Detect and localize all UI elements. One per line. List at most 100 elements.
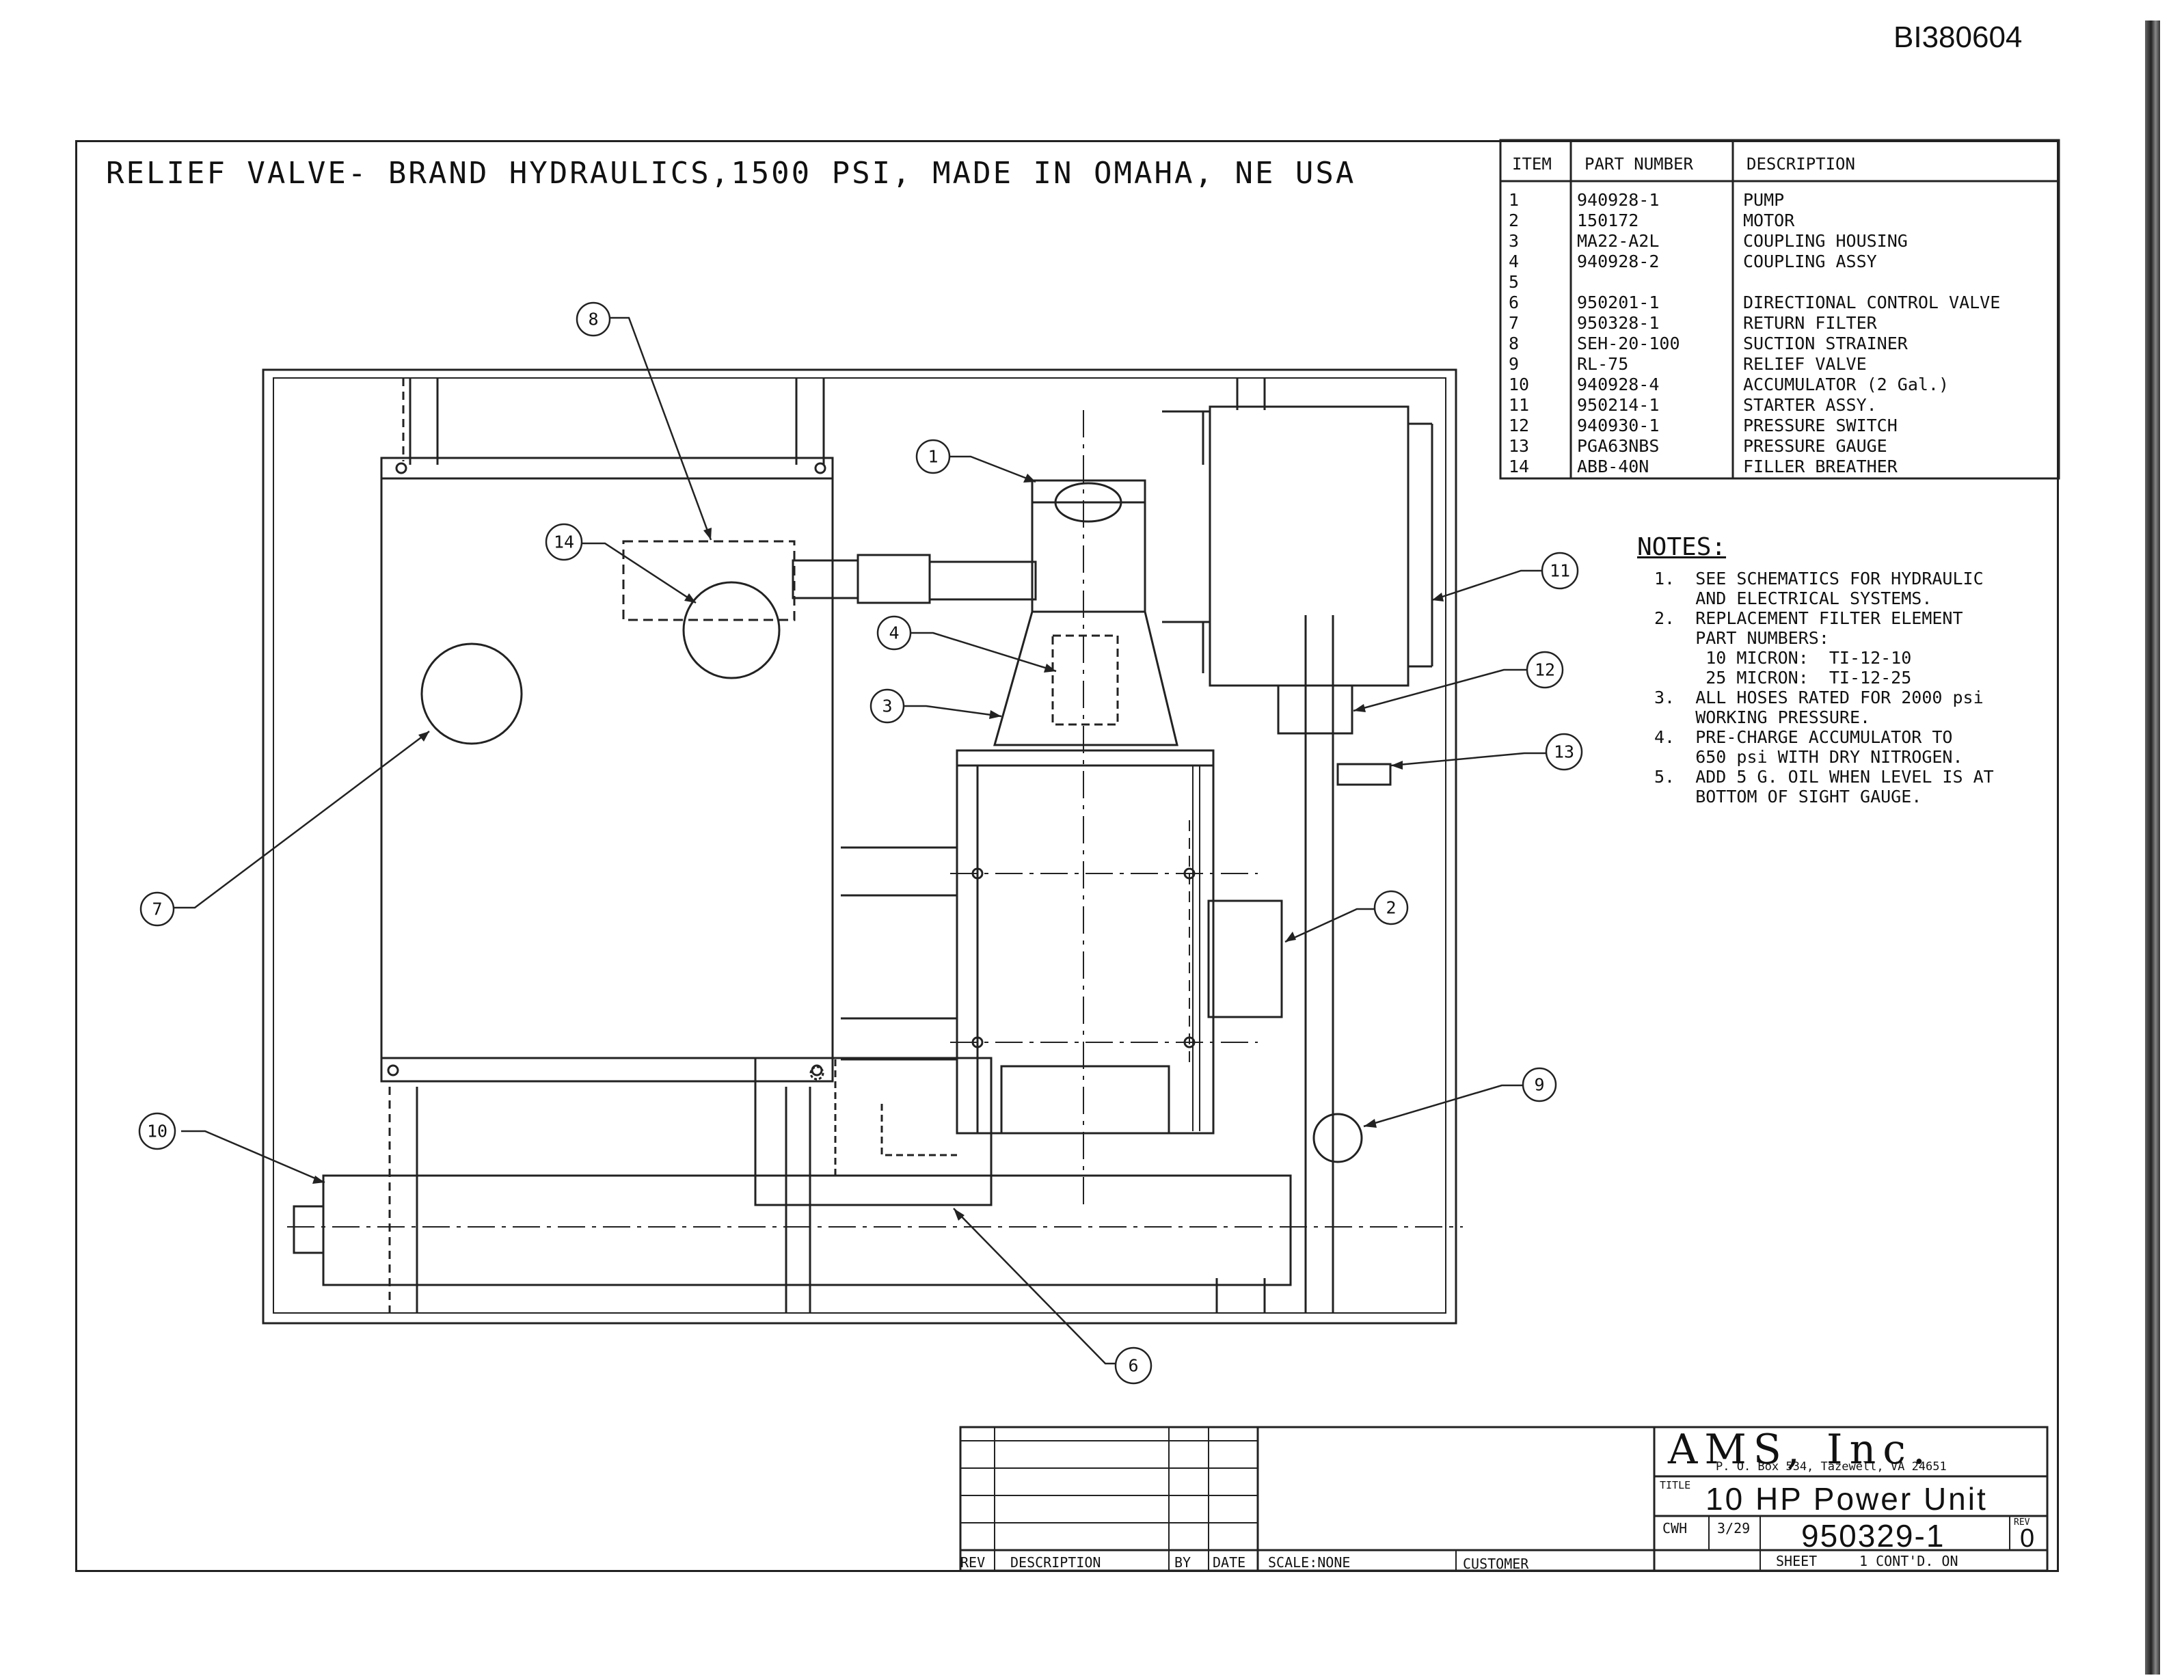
note-item: 4. PRE-CHARGE ACCUMULATOR TO 650 psi WIT… (1654, 727, 1963, 767)
callout-4 (876, 615, 912, 651)
parts-row-description: ACCUMULATOR (2 Gal.) (1743, 375, 1950, 394)
parts-row-item: 10 (1509, 375, 1530, 394)
rev-column-header: REV (960, 1554, 986, 1571)
callout-6-label: 6 (1128, 1356, 1138, 1376)
parts-row-item: 9 (1509, 354, 1520, 374)
rev-by-header: BY (1174, 1554, 1191, 1571)
callout-13-label: 13 (1554, 742, 1574, 762)
callout-2-label: 2 (1386, 898, 1396, 918)
callout-10-label: 10 (147, 1122, 167, 1141)
parts-row-item: 12 (1509, 416, 1530, 435)
callout-9 (1522, 1067, 1557, 1102)
reservoir-tank (380, 457, 834, 1083)
parts-row-part-number: SEH-20-100 (1577, 334, 1680, 353)
sheet-label: SHEET (1776, 1553, 1818, 1569)
coupling-housing (993, 610, 1178, 746)
callout-7 (139, 891, 175, 927)
parts-row-part-number: 940928-1 (1577, 190, 1660, 210)
title-note: RELIEF VALVE- BRAND HYDRAULICS,1500 PSI,… (106, 156, 1356, 191)
parts-row-description: COUPLING ASSY (1743, 252, 1877, 271)
document-id: BI380604 (1893, 21, 2023, 54)
pump (1031, 479, 1146, 613)
parts-row-part-number: ABB-40N (1577, 457, 1649, 476)
callout-11 (1541, 552, 1579, 590)
parts-row-item: 7 (1509, 313, 1520, 333)
parts-row-item: 6 (1509, 293, 1520, 312)
rev-label: REV (2014, 1517, 2030, 1528)
parts-row-description: RELIEF VALVE (1743, 354, 1867, 374)
parts-row-item: 14 (1509, 457, 1530, 476)
customer-label: CUSTOMER (1463, 1556, 1529, 1572)
parts-row-part-number: PGA63NBS (1577, 436, 1660, 456)
parts-row-item: 5 (1509, 272, 1520, 292)
parts-table-header-item: ITEM (1512, 154, 1552, 174)
parts-row-description: PRESSURE GAUGE (1743, 436, 1887, 456)
parts-row-part-number: MA22-A2L (1577, 231, 1660, 251)
base-plate-outer (262, 368, 1457, 1325)
drawing-title: 10 HP Power Unit (1706, 1481, 1988, 1517)
callout-8-label: 8 (588, 310, 598, 329)
base-plate-inner (273, 377, 1446, 1314)
return-filter (420, 642, 523, 745)
scale-label: SCALE:NONE (1268, 1554, 1351, 1571)
parts-row-description: MOTOR (1743, 211, 1795, 230)
accumulator (322, 1174, 1292, 1286)
parts-row-part-number: RL-75 (1577, 354, 1629, 374)
parts-row-description: STARTER ASSY. (1743, 395, 1877, 415)
parts-row-description: DIRECTIONAL CONTROL VALVE (1743, 293, 2001, 312)
company-address: P. O. Box 534, Tazewell, VA 24651 (1716, 1460, 1947, 1474)
callout-7-label: 7 (152, 899, 162, 919)
suction-strainer (622, 540, 796, 621)
drawing-number: 950329-1 (1801, 1518, 1945, 1554)
parts-row-item: 2 (1509, 211, 1520, 230)
starter-assy (1209, 405, 1410, 687)
parts-row-item: 4 (1509, 252, 1520, 271)
callout-11-label: 11 (1550, 561, 1570, 581)
callout-1-label: 1 (928, 447, 938, 467)
rev-description-header: DESCRIPTION (1010, 1554, 1101, 1571)
title-block-frame (959, 1426, 2049, 1572)
callout-13 (1545, 733, 1583, 771)
revision-number: 0 (2020, 1524, 2035, 1553)
note-item: 1. SEE SCHEMATICS FOR HYDRAULIC AND ELEC… (1654, 569, 1984, 608)
parts-row-description: PUMP (1743, 190, 1785, 210)
callout-8 (576, 301, 611, 337)
drawing-date: 3/29 (1717, 1520, 1751, 1536)
notes-heading: NOTES: (1637, 533, 1727, 561)
company-name: AMS, Inc. (1668, 1426, 1932, 1474)
parts-row-description: SUCTION STRAINER (1743, 334, 1908, 353)
parts-row-item: 13 (1509, 436, 1530, 456)
callout-12 (1526, 651, 1564, 689)
parts-row-part-number: 940930-1 (1577, 416, 1660, 435)
relief-valve (1312, 1113, 1363, 1163)
callout-9-label: 9 (1534, 1075, 1544, 1095)
parts-row-part-number: 940928-4 (1577, 375, 1660, 394)
parts-row-part-number: 940928-2 (1577, 252, 1660, 271)
callout-2 (1373, 890, 1409, 925)
parts-row-item: 1 (1509, 190, 1520, 210)
parts-table-header-part-number: PART NUMBER (1585, 154, 1693, 174)
filler-breather (682, 581, 781, 679)
pressure-gauge (1336, 763, 1392, 786)
callout-6 (1114, 1346, 1152, 1385)
motor (956, 749, 1215, 1135)
parts-row-description: PRESSURE SWITCH (1743, 416, 1898, 435)
callout-3 (869, 688, 905, 724)
parts-row-part-number: 150172 (1577, 211, 1639, 230)
note-item: 3. ALL HOSES RATED FOR 2000 psi WORKING … (1654, 688, 1984, 727)
parts-row-part-number: 950201-1 (1577, 293, 1660, 312)
note-item: 2. REPLACEMENT FILTER ELEMENT PART NUMBE… (1654, 608, 1963, 688)
callout-10 (138, 1112, 176, 1150)
callout-12-label: 12 (1535, 660, 1555, 680)
rev-date-header: DATE (1213, 1554, 1246, 1571)
parts-row-part-number: 950214-1 (1577, 395, 1660, 415)
title-label: TITLE (1660, 1479, 1691, 1491)
callout-14 (545, 523, 583, 561)
note-item: 5. ADD 5 G. OIL WHEN LEVEL IS AT BOTTOM … (1654, 767, 1994, 807)
parts-row-item: 8 (1509, 334, 1520, 353)
parts-row-description: FILLER BREATHER (1743, 457, 1898, 476)
parts-row-item: 3 (1509, 231, 1520, 251)
parts-row-part-number: 950328-1 (1577, 313, 1660, 333)
callout-14-label: 14 (554, 532, 574, 552)
